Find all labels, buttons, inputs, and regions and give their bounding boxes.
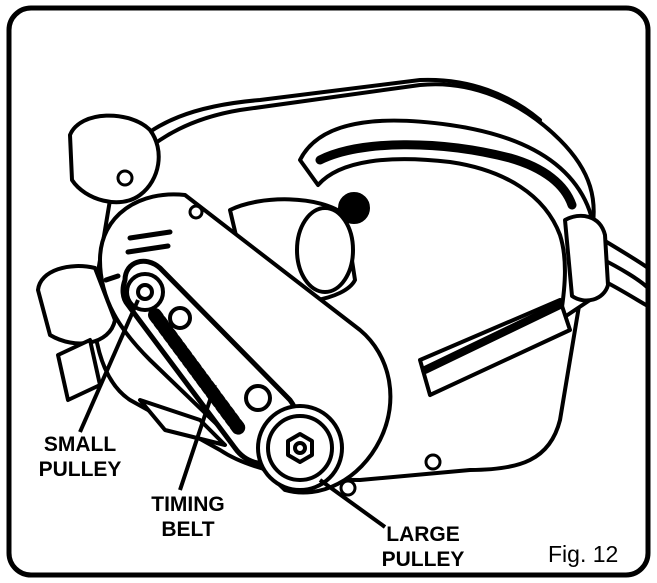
figure-caption: Fig. 12 xyxy=(548,541,618,567)
front-wheel-housing xyxy=(36,264,117,346)
label-small-pulley-1: SMALL xyxy=(44,433,116,456)
sander-illustration xyxy=(36,77,650,497)
screws xyxy=(116,169,442,497)
belt-edge xyxy=(421,301,564,374)
label-timing-belt-2: BELT xyxy=(161,518,214,541)
screw-3 xyxy=(339,479,357,497)
timing-belt-teeth xyxy=(148,308,247,437)
label-small-pulley-2: PULLEY xyxy=(39,458,122,481)
leader-small-pulley xyxy=(78,299,140,433)
motor-cylinder-end xyxy=(295,206,355,294)
leader-timing-belt xyxy=(178,384,217,491)
front-roller xyxy=(68,113,161,205)
screw-1 xyxy=(116,169,134,187)
base-plate xyxy=(138,398,227,447)
small-pulley-hub xyxy=(136,283,154,301)
belt-platen xyxy=(418,298,572,397)
label-timing-belt-1: TIMING xyxy=(151,493,225,516)
label-large-pulley-2: PULLEY xyxy=(382,548,465,571)
tension-roller xyxy=(168,306,192,330)
handle-grip-stripe xyxy=(315,140,577,210)
callout-lines xyxy=(78,299,387,529)
vent-slots xyxy=(103,229,173,283)
screw-2 xyxy=(424,453,442,471)
cord-boot xyxy=(563,213,610,303)
screw-4 xyxy=(188,204,204,220)
leader-large-pulley xyxy=(318,478,387,529)
idler-roller xyxy=(244,384,272,412)
label-large-pulley-1: LARGE xyxy=(386,523,460,546)
top-surface xyxy=(118,77,542,162)
speed-knob xyxy=(338,192,370,224)
large-pulley-hub xyxy=(293,441,307,455)
